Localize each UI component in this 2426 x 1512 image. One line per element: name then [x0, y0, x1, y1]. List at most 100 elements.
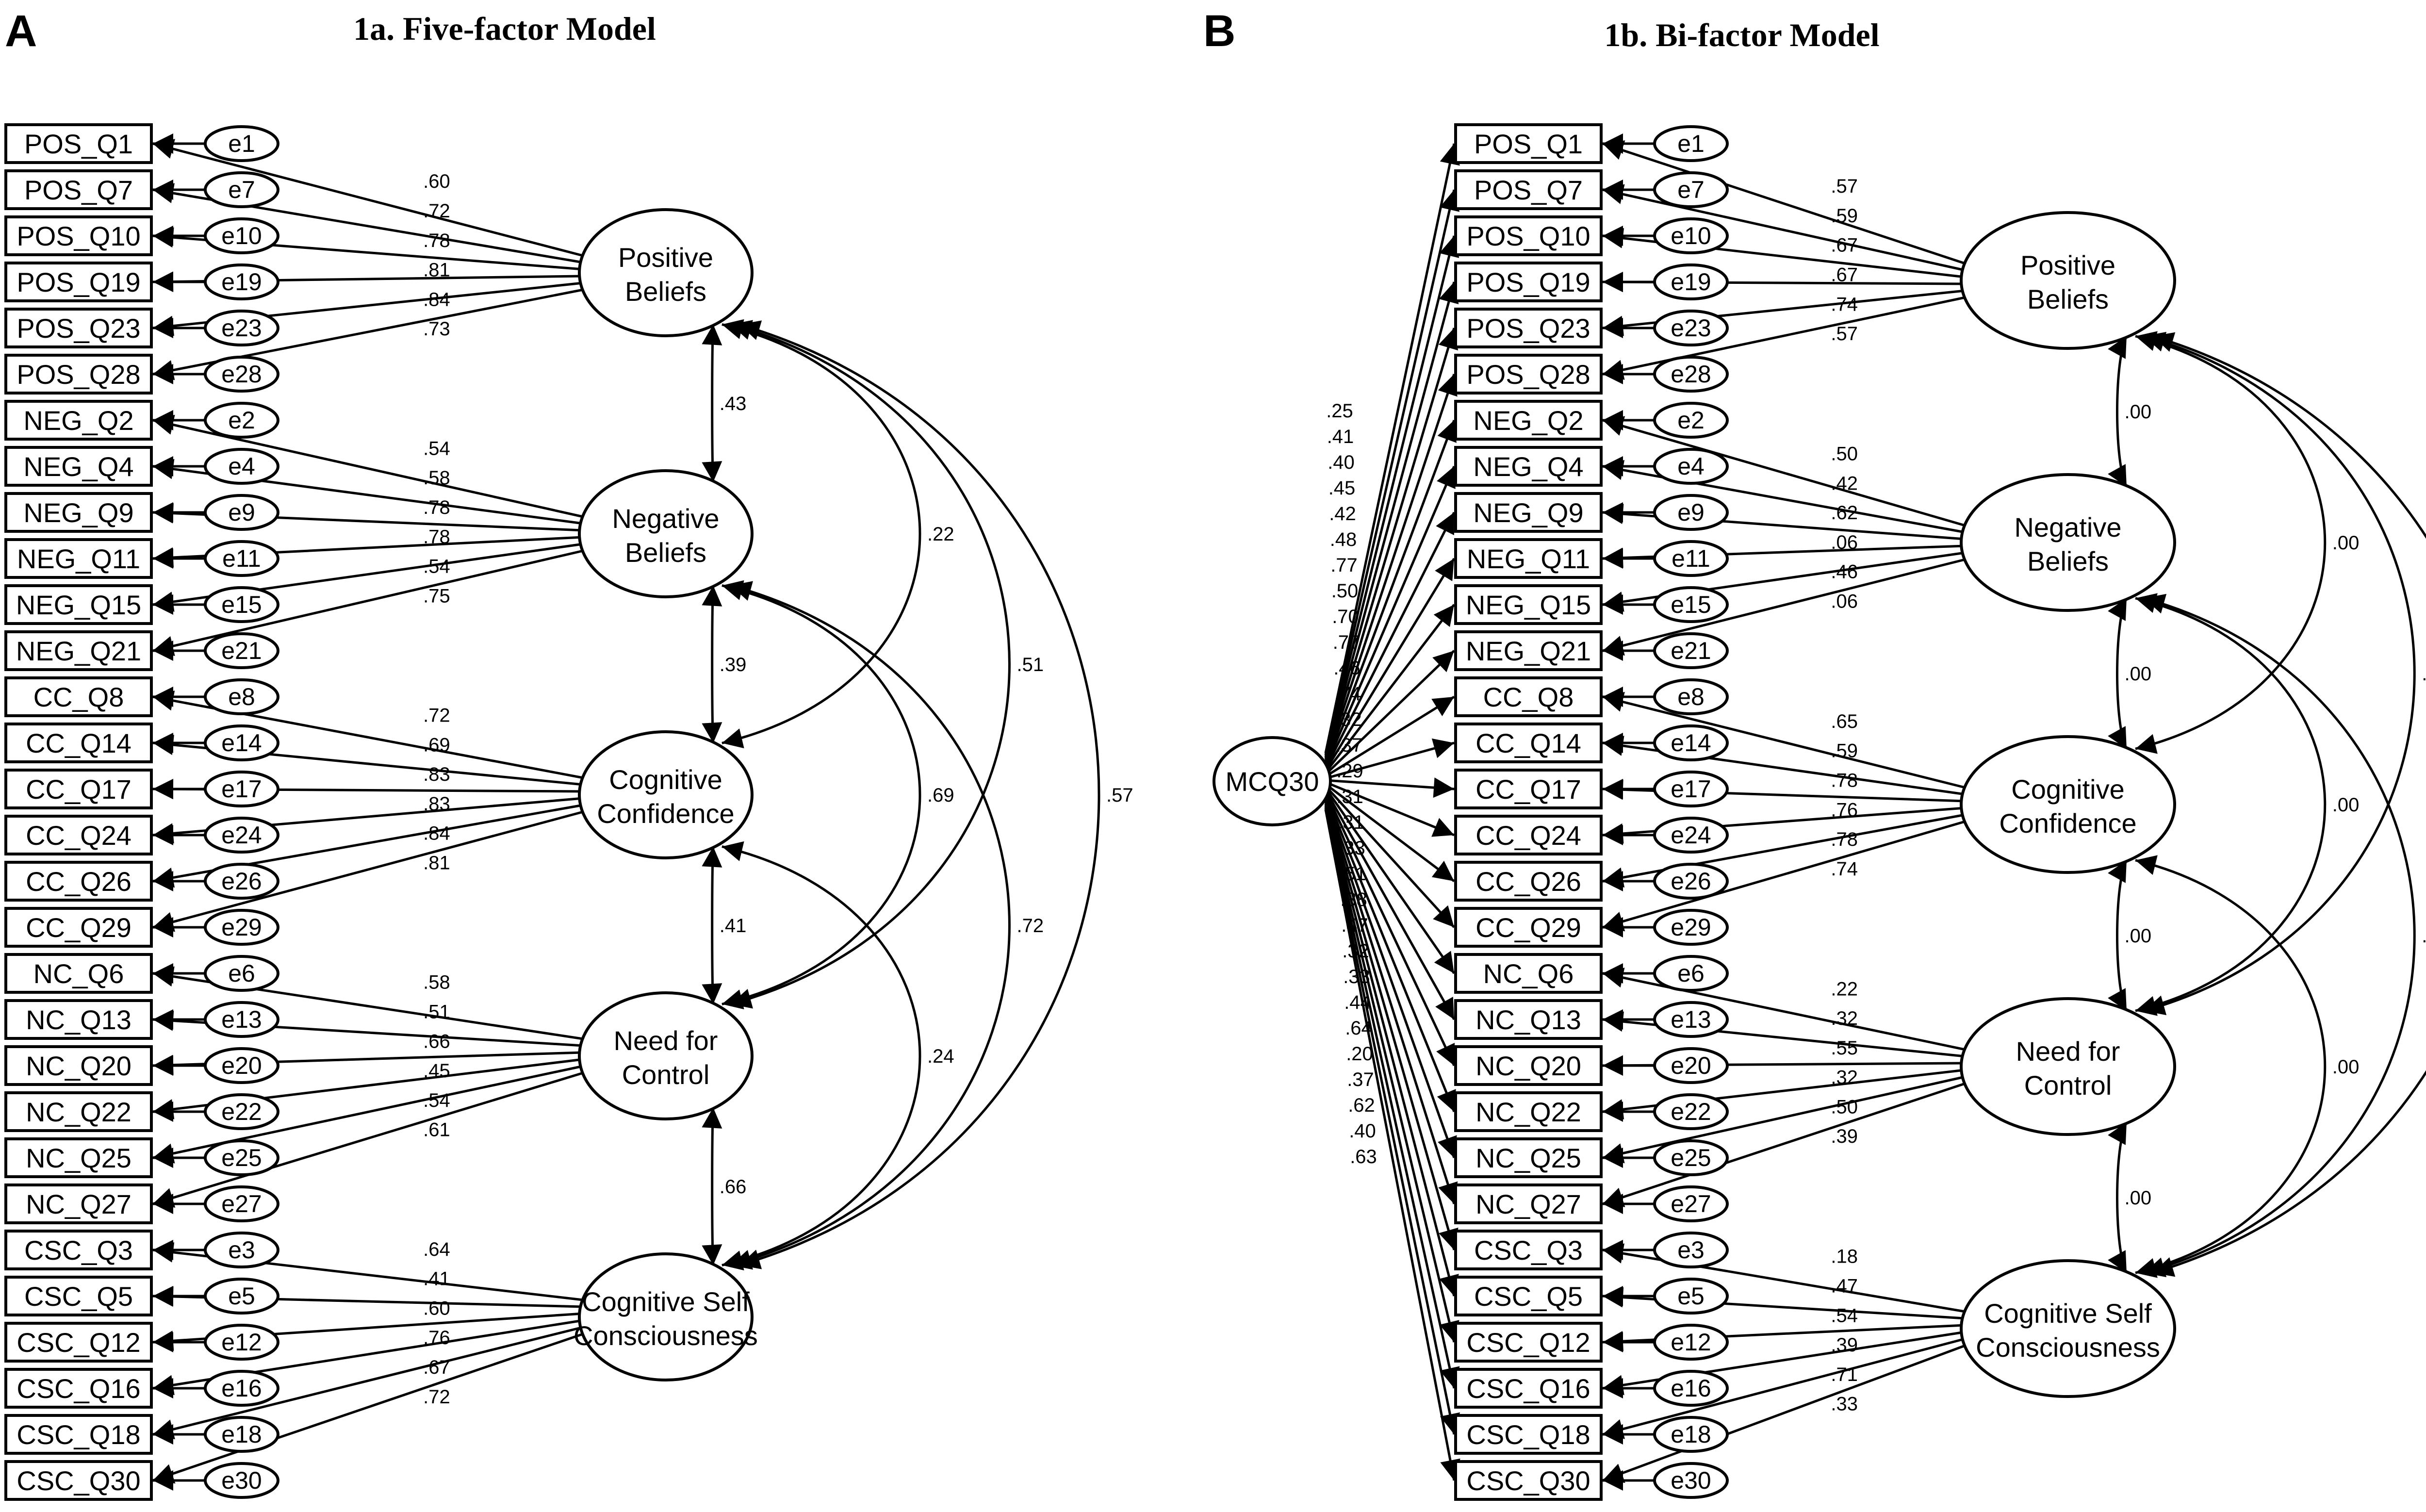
general-loading-path — [1325, 738, 1455, 780]
error-ellipse — [204, 1093, 279, 1130]
indicator-label: CC_Q14 — [1475, 728, 1581, 758]
indicator-box — [4, 1091, 153, 1132]
indicator-label: CSC_Q30 — [16, 1465, 140, 1496]
factor-label-line1: Need for — [2016, 1036, 2120, 1067]
covariance-arc — [2144, 593, 2416, 1278]
loading-value: .58 — [423, 972, 450, 993]
error-ellipse — [1653, 310, 1729, 346]
loading-value: .78 — [1831, 770, 1858, 791]
loading-value: .32 — [1831, 1008, 1858, 1029]
general-loading-path — [1324, 328, 1459, 761]
indicator-box — [1454, 584, 1603, 625]
error-label: e5 — [1677, 1282, 1705, 1310]
indicator-label: CSC_Q16 — [1466, 1373, 1590, 1404]
factor-label-line2: Control — [2024, 1070, 2112, 1101]
loading-path — [1602, 1344, 1966, 1483]
loading-value: .58 — [423, 467, 450, 489]
factor-ellipse — [1960, 735, 2176, 874]
loading-value: .59 — [1831, 740, 1858, 762]
indicator-box — [4, 861, 153, 902]
loading-value: .54 — [423, 556, 450, 577]
indicator-label: CC_Q26 — [26, 866, 131, 897]
error-ellipse — [204, 494, 279, 531]
indicator-box — [4, 584, 153, 625]
indicator-box — [4, 1322, 153, 1363]
error-ellipse — [204, 771, 279, 807]
indicator-label: CSC_Q30 — [1466, 1465, 1590, 1496]
covariance-value: .41 — [720, 915, 747, 937]
error-ellipse — [204, 863, 279, 900]
general-loading-path — [1324, 801, 1459, 1297]
general-loading-path — [1324, 805, 1460, 1389]
general-loading-path — [1325, 783, 1455, 882]
covariance-arc — [2152, 332, 2426, 1277]
error-ellipse — [1653, 494, 1729, 531]
error-label: e13 — [221, 1006, 262, 1033]
covariance-value: .43 — [720, 393, 747, 414]
loading-value: .73 — [423, 318, 450, 340]
general-loading-path — [1324, 789, 1456, 1020]
indicator-label: NEG_Q21 — [1466, 636, 1591, 666]
covariance-arc — [730, 320, 1011, 1009]
indicator-label: NEG_Q15 — [16, 590, 141, 620]
indicator-label: CC_Q14 — [26, 728, 131, 758]
indicator-label: CC_Q24 — [1475, 820, 1581, 851]
general-loading-value: .40 — [1349, 1120, 1376, 1142]
indicator-box — [1454, 215, 1603, 256]
loading-value: .84 — [423, 823, 450, 844]
factor-label-line1: Need for — [614, 1025, 718, 1056]
loading-value: .61 — [423, 1119, 450, 1141]
error-label: e19 — [1671, 268, 1711, 296]
error-label: e8 — [1677, 683, 1705, 710]
indicator-label: CSC_Q3 — [24, 1235, 133, 1265]
loading-value: .54 — [1831, 1305, 1858, 1326]
factor-label-line1: Cognitive Self — [582, 1286, 750, 1317]
panel-b-covariances: .00.00.00.00.00.00.00.00.00.00 — [2108, 331, 2426, 1278]
error-label: e15 — [221, 591, 262, 618]
general-loading-value: .74 — [1334, 683, 1361, 705]
indicator-box — [4, 1137, 153, 1178]
general-factor-ellipse — [1213, 736, 1332, 826]
error-ellipse — [204, 586, 279, 623]
error-label: e27 — [221, 1190, 262, 1217]
covariance-value: .51 — [1016, 654, 1044, 675]
error-ellipse — [1653, 1278, 1729, 1315]
error-label: e20 — [1671, 1052, 1711, 1079]
loading-value: .78 — [423, 497, 450, 518]
general-loading-path — [1324, 420, 1457, 765]
indicator-label: NEG_Q11 — [17, 543, 140, 574]
loading-path — [152, 1071, 584, 1208]
loading-value: .42 — [1831, 473, 1858, 494]
indicator-label: POS_Q23 — [16, 313, 140, 344]
loading-path — [152, 139, 584, 257]
error-label: e21 — [221, 637, 262, 664]
error-ellipse — [204, 448, 279, 485]
indicator-label: NEG_Q21 — [16, 636, 141, 666]
covariance-value: .00 — [2422, 663, 2426, 685]
indicator-box — [1454, 400, 1603, 441]
loading-value: .78 — [423, 230, 450, 251]
loading-value: .50 — [1831, 1096, 1858, 1118]
loading-value: .72 — [423, 1386, 450, 1408]
indicator-box — [1454, 999, 1603, 1040]
loading-value: .06 — [1831, 591, 1858, 612]
indicator-box — [1454, 630, 1603, 671]
loading-value: .71 — [1831, 1364, 1858, 1385]
general-loading-value: .41 — [1327, 426, 1354, 447]
indicator-label: CC_Q24 — [26, 820, 131, 851]
error-ellipse — [1653, 1370, 1729, 1407]
indicator-label: NC_Q27 — [1475, 1189, 1581, 1219]
covariance-value: .00 — [2332, 532, 2360, 554]
indicator-label: POS_Q7 — [1474, 175, 1583, 205]
general-loading-path — [1324, 809, 1460, 1481]
general-loading-value: .77 — [1330, 555, 1358, 576]
error-label: e26 — [221, 868, 262, 895]
loading-path — [1602, 691, 1966, 789]
loading-value: .75 — [423, 585, 450, 607]
general-loading-value: .46 — [1333, 657, 1361, 679]
error-label: e29 — [221, 914, 262, 941]
loading-value: .41 — [423, 1268, 450, 1290]
general-loading-path — [1324, 795, 1457, 1158]
